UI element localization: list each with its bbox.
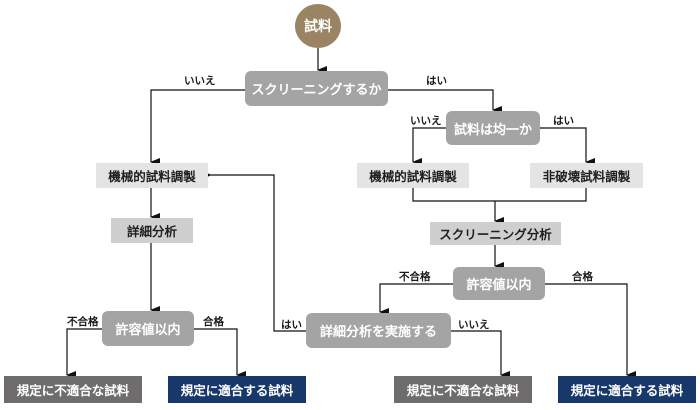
process-screening-analysis: スクリーニング分析 (430, 222, 561, 245)
process-mechanical-prep-left: 機械的試料調製 (96, 163, 208, 188)
process-nondestructive-prep: 非破壊試料調製 (530, 163, 643, 188)
result-nonconforming-right: 規定に不適合な試料 (394, 376, 532, 403)
edge-screening-yes (388, 89, 502, 114)
label-right-pass: 合格 (572, 271, 593, 283)
label-left-fail: 不合格 (67, 316, 99, 328)
label-screening-no: いいえ (184, 75, 216, 87)
edge-left-fail (66, 328, 102, 379)
process-detailed-analysis: 詳細分析 (111, 218, 193, 243)
label-uniform-yes: はい (553, 115, 574, 127)
label-screening-yes: はい (426, 75, 447, 87)
decision-uniform: 試料は均一か (446, 111, 540, 145)
edge-detailed-no (451, 330, 510, 379)
result-conforming-left: 規定に適合する試料 (168, 376, 306, 403)
edge-right-pass (545, 283, 636, 379)
decision-screening: スクリーニングするか (245, 71, 388, 106)
process-mechanical-prep-right: 機械的試料調製 (357, 163, 469, 188)
edge-prep-merge (412, 188, 587, 202)
result-nonconforming-left: 規定に不適合な試料 (4, 376, 142, 403)
edge-uniform-yes (540, 127, 595, 166)
label-detailed-no: いいえ (458, 319, 490, 331)
label-left-pass: 合格 (203, 316, 224, 328)
label-detailed-yes: はい (281, 319, 302, 331)
decision-within-limit-left: 許容値以内 (102, 311, 194, 346)
edge-uniform-no (412, 127, 446, 166)
decision-do-detailed-analysis: 詳細分析を実施する (306, 313, 451, 348)
result-conforming-right: 規定に適合する試料 (558, 376, 696, 403)
start-node-sample: 試料 (295, 4, 341, 48)
edge-screening-no (150, 89, 245, 166)
label-uniform-no: いいえ (410, 115, 442, 127)
label-right-fail: 不合格 (399, 271, 431, 283)
decision-within-limit-right: 許容値以内 (453, 267, 545, 300)
edge-right-fail (379, 283, 453, 316)
edge-detailed-yes (202, 171, 306, 332)
edge-left-pass (194, 328, 246, 379)
